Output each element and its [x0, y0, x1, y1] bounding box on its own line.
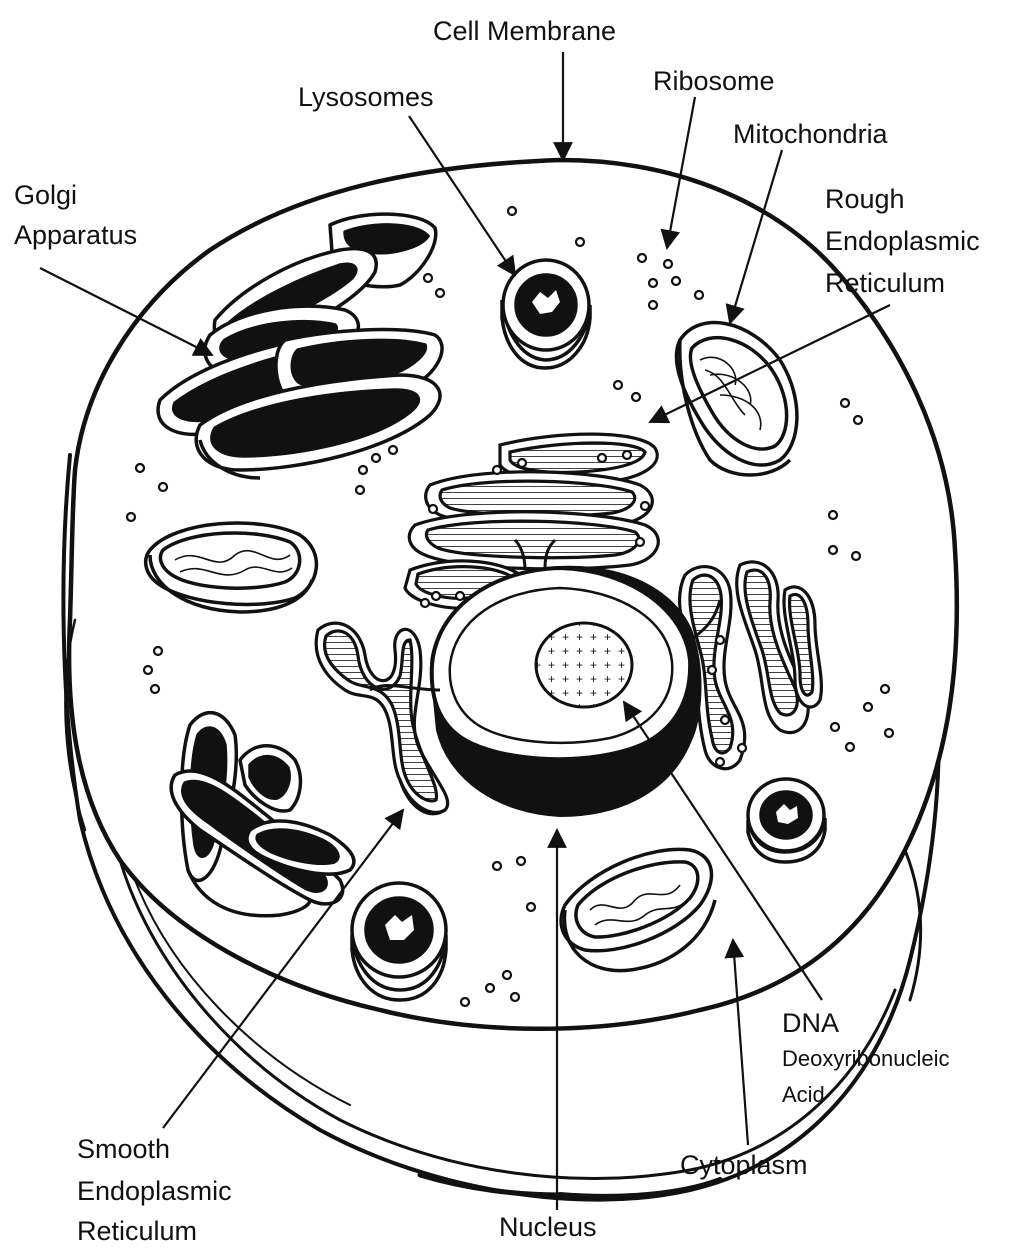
label-smooth-er-line3: Reticulum: [77, 1214, 197, 1248]
lysosome-right-shape: [748, 779, 825, 862]
label-golgi-line2: Apparatus: [14, 218, 137, 252]
label-dna-line2: Deoxyribonucleic: [782, 1044, 950, 1074]
label-smooth-er-line2: Endoplasmic: [77, 1174, 232, 1208]
label-rough-er-line3: Reticulum: [825, 266, 945, 300]
label-dna-line1: DNA: [782, 1006, 839, 1040]
label-ribosome: Ribosome: [653, 64, 775, 98]
label-rough-er-line2: Endoplasmic: [825, 224, 980, 258]
label-rough-er-line1: Rough: [825, 182, 905, 216]
label-golgi-line1: Golgi: [14, 178, 77, 212]
label-cytoplasm: Cytoplasm: [680, 1148, 808, 1182]
label-smooth-er-line1: Smooth: [77, 1132, 170, 1166]
label-dna-line3: Acid: [782, 1080, 825, 1110]
label-lysosomes: Lysosomes: [298, 80, 434, 114]
label-nucleus: Nucleus: [499, 1210, 597, 1244]
label-cell-membrane: Cell Membrane: [433, 14, 616, 48]
label-mitochondria: Mitochondria: [733, 117, 888, 151]
